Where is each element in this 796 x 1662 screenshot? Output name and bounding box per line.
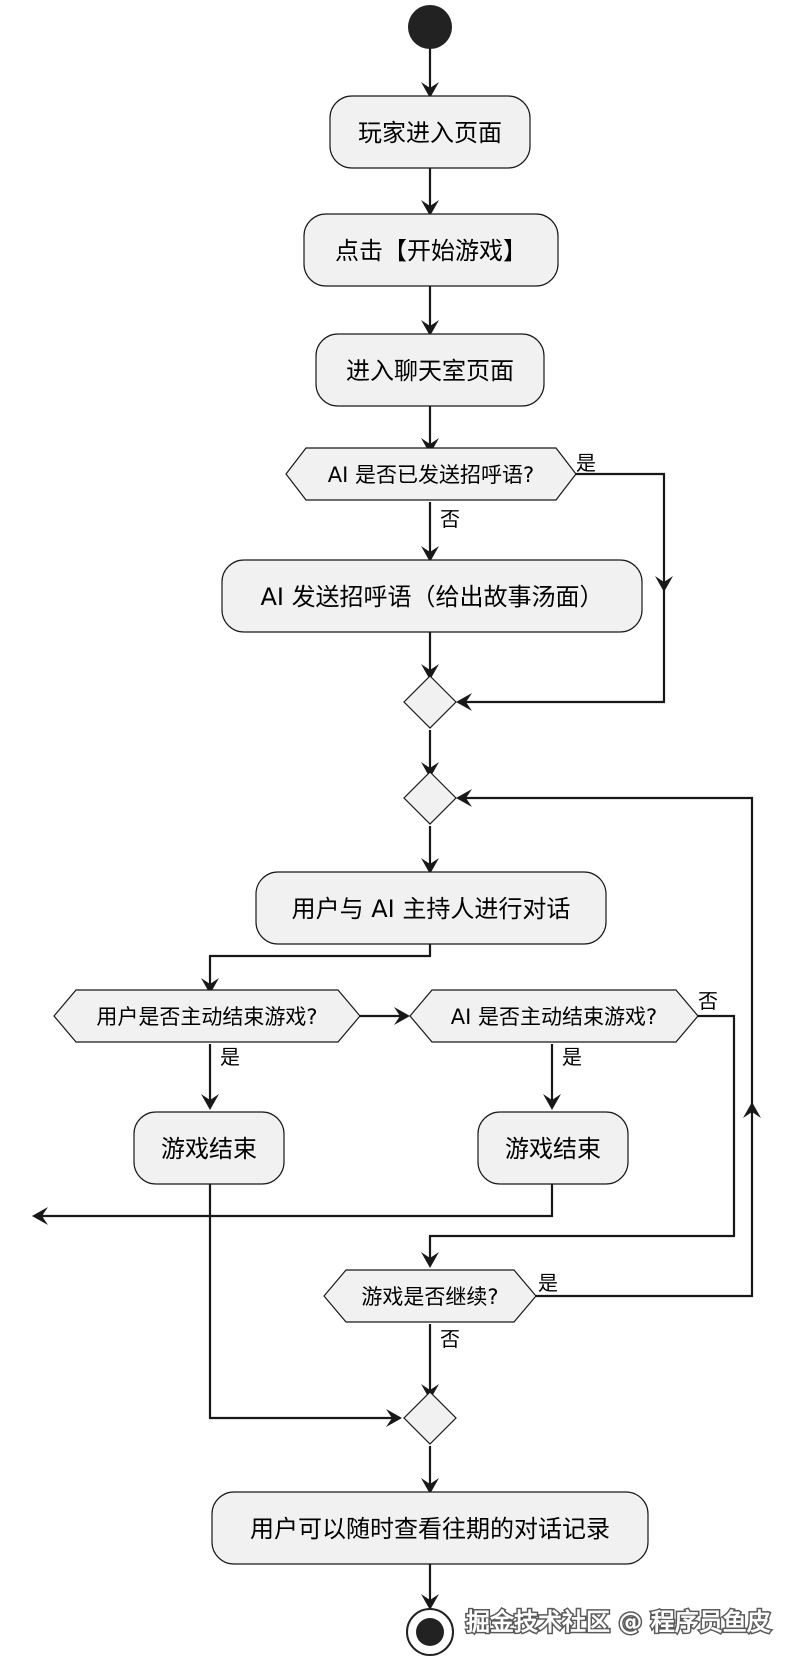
branch-label-no: 否 — [440, 507, 460, 531]
activity-label: 点击【开始游戏】 — [335, 237, 527, 265]
arrowhead-down — [421, 200, 439, 216]
activity-label: 游戏结束 — [505, 1135, 601, 1163]
arrowhead-down — [421, 1478, 439, 1494]
activity-enter-chatroom: 进入聊天室页面 — [315, 333, 545, 407]
arrowhead-right — [386, 1409, 402, 1427]
edge-ai-end-no-to-continue — [428, 1014, 736, 1260]
merge-node-greeting — [403, 675, 457, 729]
start-node — [408, 5, 452, 49]
decision-label: AI 是否主动结束游戏? — [451, 1005, 657, 1029]
branch-label-no: 否 — [698, 989, 718, 1013]
arrowhead-down — [421, 664, 439, 680]
decision-ai-greeted: AI 是否已发送招呼语? — [285, 447, 577, 501]
activity-game-over-user: 游戏结束 — [133, 1111, 285, 1185]
end-node — [406, 1608, 454, 1656]
arrowhead-down — [421, 1594, 439, 1610]
activity-label: 用户与 AI 主持人进行对话 — [292, 895, 571, 923]
activity-ai-send-greeting: AI 发送招呼语（给出故事汤面） — [221, 559, 643, 633]
activity-enter-page: 玩家进入页面 — [329, 95, 531, 169]
decision-label: AI 是否已发送招呼语? — [328, 463, 534, 487]
activity-label: 用户可以随时查看往期的对话记录 — [250, 1515, 610, 1543]
activity-label: 玩家进入页面 — [358, 119, 502, 147]
edge-ai-over-to-left — [42, 1184, 554, 1218]
arrowhead-down — [421, 762, 439, 778]
arrowhead-up — [743, 1102, 761, 1118]
decision-label: 游戏是否继续? — [361, 1285, 498, 1309]
activity-label: 游戏结束 — [161, 1135, 257, 1163]
merge-node-loop — [403, 771, 457, 825]
decision-label: 用户是否主动结束游戏? — [96, 1005, 317, 1029]
arrowhead-down — [201, 978, 219, 994]
arrowhead-down — [201, 1094, 219, 1110]
edge-continue-yes-to-loop — [458, 796, 754, 1298]
branch-label-yes: 是 — [220, 1045, 240, 1069]
arrowhead-down — [421, 1252, 439, 1268]
activity-label: 进入聊天室页面 — [346, 357, 514, 385]
edge-chat-to-user-end — [208, 944, 432, 986]
branch-label-yes: 是 — [538, 1271, 558, 1295]
decision-ai-end: AI 是否主动结束游戏? — [409, 989, 699, 1043]
arrowhead-left — [32, 1207, 48, 1225]
branch-label-yes: 是 — [562, 1045, 582, 1069]
arrowhead-down — [421, 82, 439, 98]
merge-node-final — [403, 1391, 457, 1445]
arrowhead-right — [394, 1007, 410, 1025]
arrowhead-left — [456, 789, 472, 807]
arrowhead-down — [421, 320, 439, 336]
decision-user-end: 用户是否主动结束游戏? — [53, 989, 361, 1043]
edge-user-over-to-final-merge — [208, 1184, 400, 1420]
arrowhead-left — [456, 693, 472, 711]
edges — [42, 48, 754, 1602]
branch-label-yes: 是 — [576, 451, 596, 475]
arrowhead-down — [543, 1094, 561, 1110]
decision-continue: 游戏是否继续? — [323, 1269, 537, 1323]
activity-label: AI 发送招呼语（给出故事汤面） — [260, 583, 603, 611]
arrowhead-down — [421, 546, 439, 562]
activity-view-history: 用户可以随时查看往期的对话记录 — [211, 1491, 649, 1565]
activity-game-over-ai: 游戏结束 — [477, 1111, 629, 1185]
watermark: 掘金技术社区 @ 程序员鱼皮 — [466, 1608, 771, 1636]
arrowhead-down — [421, 858, 439, 874]
arrowhead-down — [655, 576, 673, 592]
branch-label-no: 否 — [440, 1327, 460, 1351]
arrowhead-down — [421, 438, 439, 454]
arrowheads — [32, 82, 761, 1610]
activity-user-chat: 用户与 AI 主持人进行对话 — [255, 871, 607, 945]
activity-click-start: 点击【开始游戏】 — [303, 213, 559, 287]
